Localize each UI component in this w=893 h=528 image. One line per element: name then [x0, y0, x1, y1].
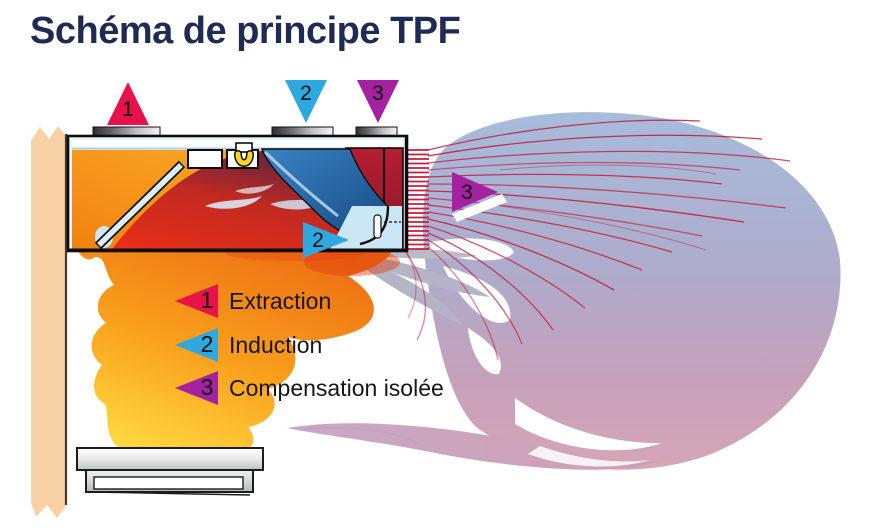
down-triangle-icon — [357, 80, 399, 123]
induction-flow-marker: 2 — [303, 222, 349, 258]
right-triangle-icon — [303, 222, 349, 258]
legend-item-compensation: 3 Compensation isolée — [175, 370, 495, 406]
induction-top-marker: 2 — [285, 80, 327, 123]
page-title: Schéma de principe TPF — [30, 10, 461, 52]
legend-label: Compensation isolée — [229, 375, 444, 401]
legend-number: 2 — [200, 331, 214, 357]
left-triangle-icon — [175, 371, 218, 405]
compensation-top-marker: 3 — [357, 80, 399, 123]
marker-swoosh — [452, 194, 507, 222]
service-box — [187, 149, 223, 169]
legend-number: 1 — [200, 287, 214, 313]
light-fixture — [234, 142, 254, 167]
legend-label: Extraction — [229, 288, 332, 314]
marker-number: 1 — [122, 98, 134, 121]
marker-number: 2 — [300, 82, 312, 105]
right-triangle-icon — [452, 172, 498, 212]
left-triangle-icon — [175, 328, 218, 362]
legend-label: Induction — [229, 332, 323, 358]
marker-number: 2 — [312, 229, 324, 252]
grease-filter — [94, 160, 186, 250]
left-triangle-icon — [175, 284, 218, 318]
extraction-top-marker: 1 — [107, 82, 149, 125]
wall — [31, 126, 68, 518]
induction-outlet — [330, 205, 402, 249]
marker-number: 3 — [461, 181, 473, 204]
legend-item-induction: 2 Induction — [175, 327, 495, 363]
up-triangle-icon — [107, 82, 149, 125]
hood-unit — [66, 126, 409, 253]
legend-item-extraction: 1 Extraction — [175, 283, 495, 319]
legend-number: 3 — [200, 374, 214, 400]
smoke-plume — [76, 245, 400, 452]
cooker — [76, 447, 264, 496]
down-triangle-icon — [285, 80, 327, 123]
marker-number: 3 — [372, 82, 384, 105]
compensation-flow-marker: 3 — [452, 172, 498, 212]
